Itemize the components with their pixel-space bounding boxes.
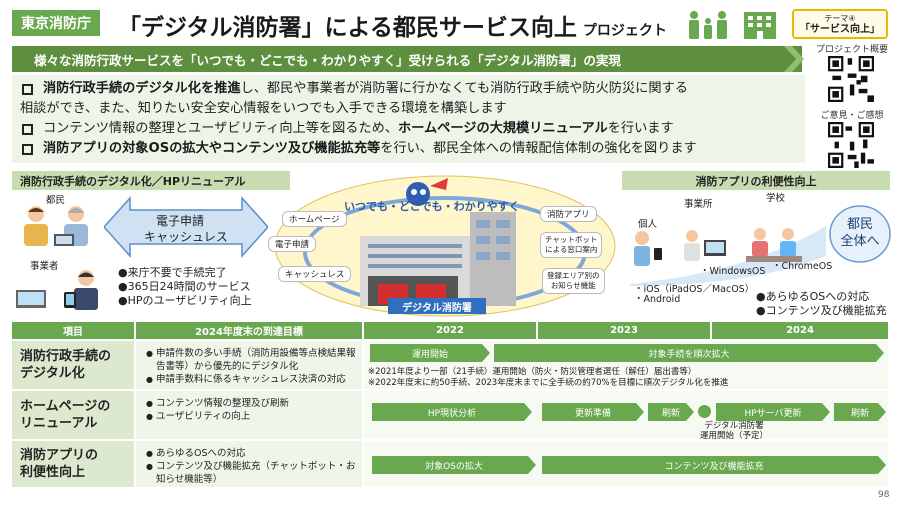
building-icon [744, 12, 776, 39]
qr-feedback-label: ご意見・ご感想 [820, 111, 884, 121]
qr-overview-label: プロジェクト概要 [815, 45, 888, 55]
bar-os-expansion: 対象OSの拡大 [372, 456, 536, 474]
station-label: デジタル消防署 [388, 298, 486, 314]
table-row-goals: コンテンツ情報の整理及び刷新 ユーザビリティの向上 [136, 391, 362, 439]
note-2021: ※2021年度より一部（21手続）運用開始（防火・防災管理者選任（解任）届出書等… [368, 367, 697, 377]
target-circle [829, 205, 891, 263]
double-arrow [104, 196, 268, 258]
bar-update-prep: 更新準備 [542, 403, 644, 421]
checkbox-square-icon [22, 84, 33, 95]
section-head-app-usability: 消防アプリの利便性向上 [622, 171, 890, 190]
school-label: 学校 [766, 193, 786, 204]
slogan: いつでも・どこでも・わかりやすく [344, 200, 520, 213]
bar-hp-analysis: HP現状分析 [372, 403, 532, 421]
milestone-note: デジタル消防署運用開始（予定） [700, 421, 769, 441]
summary-bullets: 消防行政手続のデジタル化を推進し、都民や事業者が消防署に行かなくても消防行政手続… [12, 75, 805, 163]
bubble-cashless: キャッシュレス [278, 266, 352, 282]
section-head-digital-procedures: 消防行政手続のデジタル化／HPリニューアル [12, 171, 290, 190]
os-chrome: ・ChromeOS [772, 261, 833, 272]
org-tag: 東京消防庁 [12, 10, 100, 36]
citizens-illustration [24, 206, 88, 246]
table-row-goals: 申請件数の多い手続（消防用設備等点検結果報告書等）から優先的にデジタル化 申請手… [136, 341, 362, 389]
milestone-marker [698, 405, 711, 418]
chevron-right-icon [770, 46, 804, 72]
bar-operation-start: 運用開始 [370, 344, 490, 362]
bullet-item: 消防アプリの対象OSの拡大やコンテンツ及び機能拡充等を行い、都民全体への情報配信… [20, 139, 797, 159]
bar-hp-server-update: HPサーバ更新 [716, 403, 830, 421]
table-row-label: ホームページのリニューアル [12, 391, 134, 439]
business-illustration [16, 270, 98, 310]
office-label: 事業所 [684, 199, 713, 210]
checkbox-square-icon [22, 144, 33, 155]
bubble-chatbot: チャットボットによる窓口案内 [540, 232, 603, 258]
individual-label: 個人 [638, 219, 658, 230]
bubble-homepage: ホームページ [282, 211, 347, 227]
table-row-label: 消防アプリの利便性向上 [12, 441, 134, 487]
table-row-goals: あらゆるOSへの対応 コンテンツ及び機能拡充（チャットボット・お知らせ機能等） [136, 441, 362, 487]
bar-content-expansion: コンテンツ及び機能拡充 [542, 456, 886, 474]
arrow-label-e-application: 電子申請 [156, 214, 205, 228]
users-illustration [634, 228, 802, 266]
qr-code-icon[interactable] [828, 56, 874, 102]
growth-arrow [630, 226, 826, 286]
bullet-item-continued: 相談ができ、また、知りたい安全安心情報をいつでも入手できる環境を構築します [20, 101, 507, 116]
bar-expand-procedures: 対象手続を順次拡大 [494, 344, 884, 362]
table-header-2022: 2022 [364, 322, 536, 339]
bubble-fire-app: 消防アプリ [540, 206, 597, 222]
table-row-label: 消防行政手続のデジタル化 [12, 341, 134, 389]
table-header-item: 項目 [12, 322, 134, 339]
bullet-item: 消防行政手続のデジタル化を推進し、都民や事業者が消防署に行かなくても消防行政手続… [20, 79, 797, 99]
os-ios: ・iOS（iPadOS／MacOS） [634, 284, 755, 295]
table-header-2024: 2024 [712, 322, 888, 339]
app-benefit-os: ●あらゆるOSへの対応 [756, 290, 870, 303]
benefit-item: ●来庁不要で手続完了 [118, 266, 227, 279]
page-number: 98 [878, 490, 890, 500]
title-suffix: プロジェクト [582, 23, 667, 39]
theme-number: テーマ④ [824, 14, 856, 23]
page-title: 「デジタル消防署」による都民サービス向上プロジェクト [118, 8, 667, 42]
table-header-goal: 2024年度末の到達目標 [136, 322, 362, 339]
qr-code-icon[interactable] [828, 122, 874, 168]
benefit-item: ●365日24時間のサービス [118, 280, 251, 293]
bar-renewal-2: 刷新 [834, 403, 886, 421]
title-main: 「デジタル消防署」による都民サービス向上 [118, 15, 577, 41]
app-benefit-content: ●コンテンツ及び機能拡充 [756, 304, 887, 317]
vision-banner: 様々な消防行政サービスを「いつでも・どこでも・わかりやすく」受けられる「デジタル… [12, 46, 802, 72]
note-2022: ※2022年度末に約50手続、2023年度末までに全手続の約70%を目標に順次デ… [368, 378, 729, 388]
benefit-item: ●HPのユーザビリティ向上 [118, 294, 252, 307]
bullet-item: コンテンツ情報の整理とユーザビリティ向上等を図るため、ホームページの大規模リニュ… [20, 119, 797, 139]
bubble-e-application: 電子申請 [268, 236, 317, 252]
bar-renewal: 刷新 [648, 403, 694, 421]
os-android: ・Android [634, 294, 681, 305]
bubble-area-notice: 登録エリア別のお知らせ機能 [542, 268, 605, 294]
citizen-label: 都民 [46, 195, 66, 206]
table-header-2023: 2023 [538, 322, 710, 339]
arrow-label-cashless: キャッシュレス [144, 230, 228, 244]
checkbox-square-icon [22, 124, 33, 135]
target-label: 都民全体へ [840, 217, 880, 249]
os-windows: ・WindowsOS [700, 266, 766, 277]
theme-name: 「サービス向上」 [800, 24, 880, 35]
digital-station-illustration [274, 175, 616, 317]
theme-badge: テーマ④ 「サービス向上」 [792, 9, 888, 39]
benefits-list: ●来庁不要で手続完了 ●365日24時間のサービス ●HPのユーザビリティ向上 [118, 266, 252, 308]
family-icon [689, 11, 727, 39]
business-label: 事業者 [30, 261, 59, 272]
